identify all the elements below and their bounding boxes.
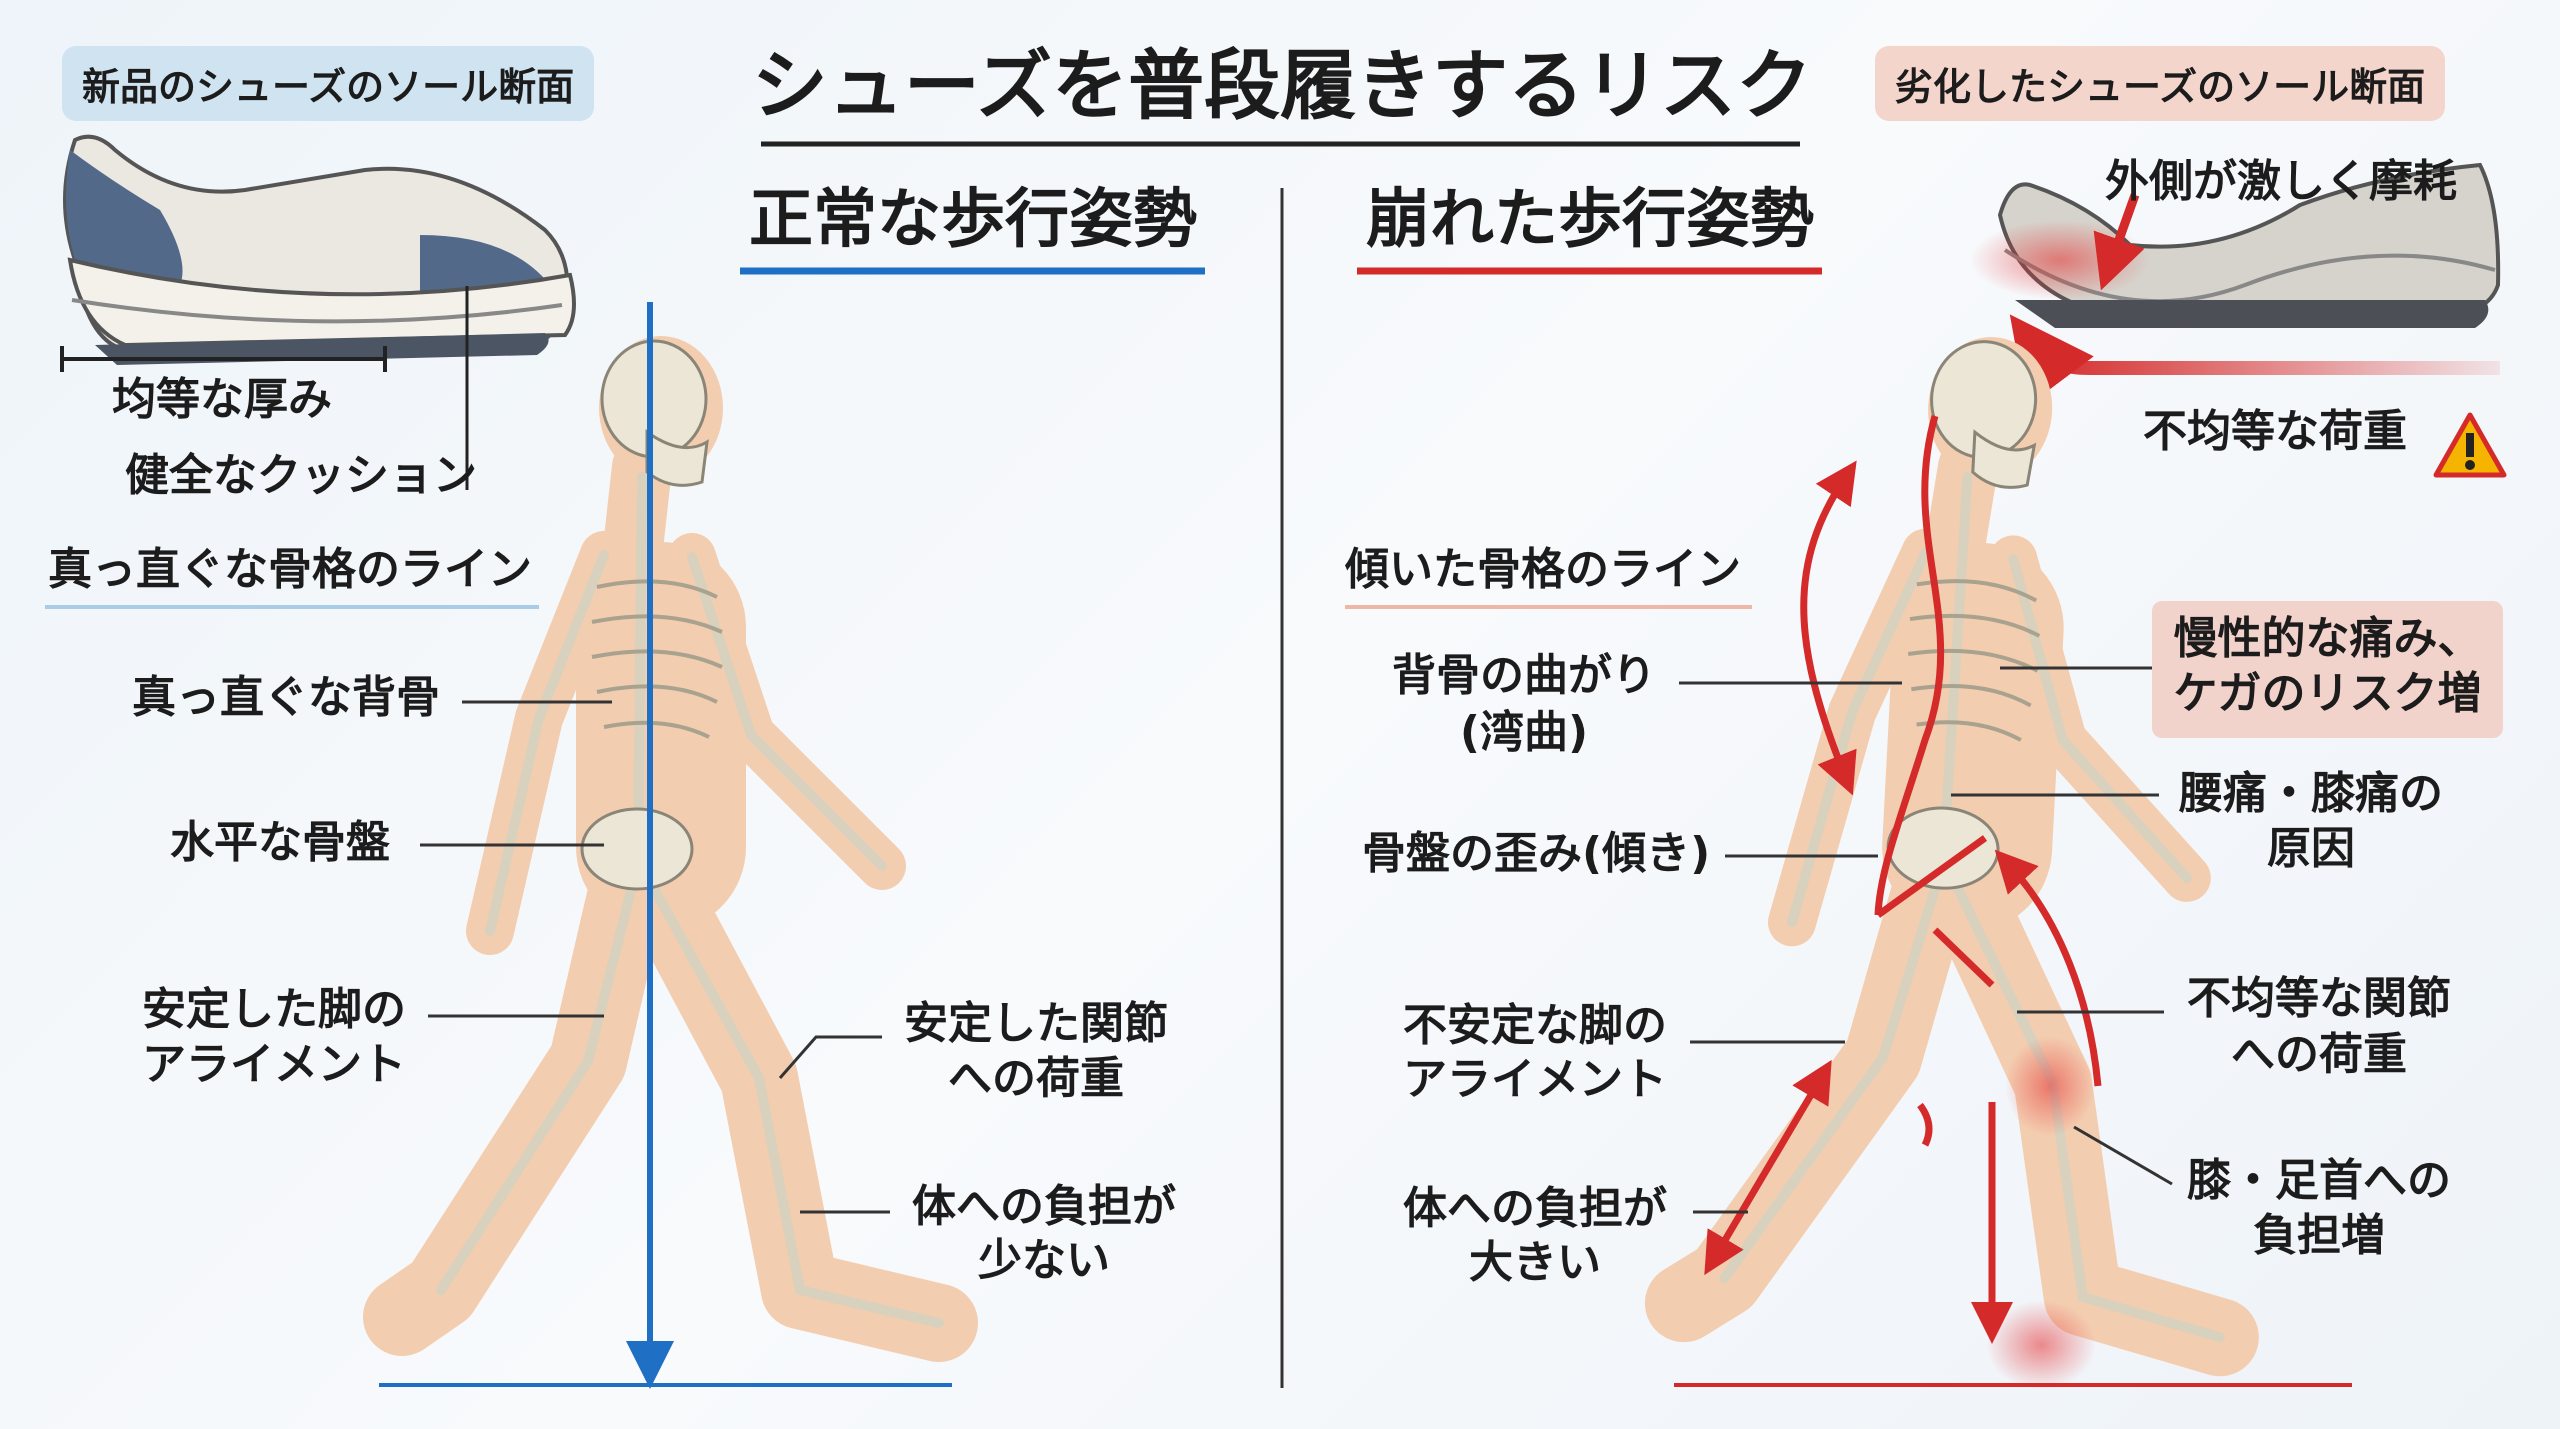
misaligned-skeleton-figure [1684,324,2272,1338]
uneven-joint-label-1: 不均等な関節 [2187,973,2451,1024]
injury-risk-box: 慢性的な痛み、 ケガのリスク増 [2152,601,2503,738]
new-shoe-icon [63,134,576,365]
stable-joint-label-1: 安定した関節 [904,998,1168,1049]
worn-sole-badge: 劣化したシューズのソール断面 [1875,46,2446,121]
risk-label-1: 慢性的な痛み、 [2173,613,2482,664]
thickness-measure [60,286,469,490]
level-pelvis-label: 水平な骨盤 [170,817,390,868]
worn-shoe-icon [1970,162,2501,407]
low-burden-label-1: 体への負担が [912,1181,1176,1232]
ankle-pain-glow [1986,1300,2096,1390]
high-burden-label-1: 体への負担が [1403,1183,1667,1234]
stable-leg-label-2: アライメント [142,1039,406,1090]
warning-icon [2433,412,2507,478]
normal-gait-heading: 正常な歩行姿勢 [749,183,1197,257]
stable-joint-label-2: への荷重 [948,1053,1124,1104]
normal-skeleton-figure [402,336,939,1323]
stable-leg-label-1: 安定した脚の [142,984,406,1035]
spine-curve-label-1: 背骨の曲がり [1392,650,1656,701]
low-burden-label-2: 少ない [978,1235,1110,1286]
right-leader-lines [1679,666,2173,1214]
uneven-joint-label-2: への荷重 [2231,1029,2407,1080]
unstable-leg-label-2: アライメント [1403,1054,1667,1105]
unstable-leg-label-1: 不安定な脚の [1403,1000,1667,1051]
risk-label-2: ケガのリスク増 [2173,668,2482,719]
knee-ankle-label-2: 負担増 [2253,1210,2385,1261]
straight-line-label: 真っ直ぐな骨格のライン [48,544,532,595]
page-title: シューズを普段履きするリスク [751,41,1813,130]
high-burden-label-2: 大きい [1469,1237,1601,1288]
strain-arrows [1704,415,2102,1344]
new-sole-badge: 新品のシューズのソール断面 [62,46,595,121]
left-leader-lines [420,700,890,1214]
pelvis-tilt-label: 骨盤の歪み(傾き) [1362,828,1711,879]
knee-pain-glow [2005,1036,2095,1136]
spine-curve-label-2: (湾曲) [1459,707,1589,758]
straight-spine-label: 真っ直ぐな背骨 [132,672,440,723]
healthy-cushion-label: 健全なクッション [125,450,477,501]
pain-cause-label-2: 原因 [2267,823,2355,874]
abnormal-gait-heading: 崩れた歩行姿勢 [1366,183,1814,257]
even-thickness-label: 均等な厚み [112,374,332,425]
tilted-line-label: 傾いた骨格のライン [1345,544,1741,595]
outer-wear-label: 外側が激しく摩耗 [2105,156,2457,207]
knee-ankle-label-1: 膝・足首への [2187,1155,2451,1206]
uneven-load-label: 不均等な荷重 [2143,406,2407,457]
pain-cause-label-1: 腰痛・膝痛の [2179,768,2443,819]
